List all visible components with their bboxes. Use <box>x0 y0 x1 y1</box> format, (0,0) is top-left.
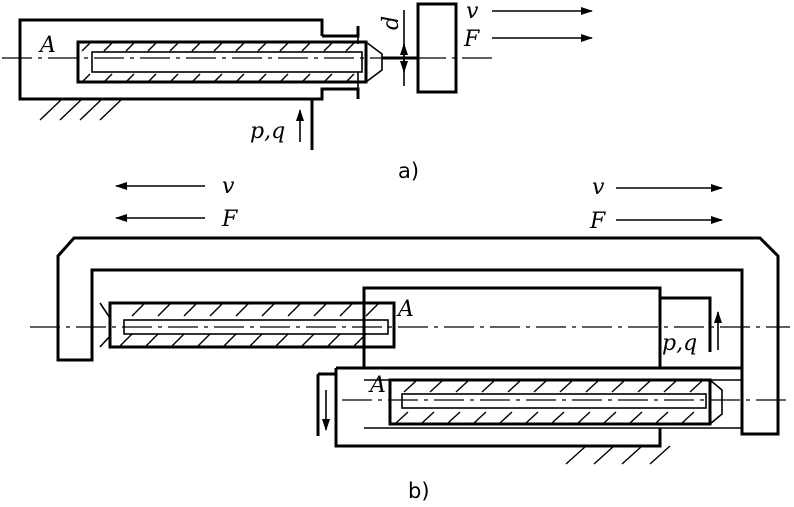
caption-b: b) <box>408 479 430 503</box>
label-F-a: F <box>463 27 480 52</box>
upper-taper-b <box>99 302 111 348</box>
label-A-lower-b: A <box>368 373 386 398</box>
lower-taper-b <box>709 379 723 425</box>
label-d: d <box>379 16 404 30</box>
label-v-left-b: v <box>222 174 235 199</box>
lower-plunger-hatch-b <box>395 380 703 424</box>
plunger-a <box>76 40 368 84</box>
label-v-right-b: v <box>592 175 605 200</box>
lower-cylinder-b <box>334 366 742 448</box>
label-F-right-b: F <box>589 209 606 234</box>
plunger-taper-a <box>365 41 383 83</box>
c-frame-b <box>56 236 780 436</box>
load-block-a <box>416 2 458 94</box>
label-A-rod-b: A <box>396 297 414 322</box>
label-pq-b: p,q <box>662 331 697 356</box>
upper-bore-b <box>123 319 389 335</box>
plunger-hatch-a <box>81 42 355 83</box>
label-v-a: v <box>466 0 479 24</box>
lower-bore-b <box>401 393 707 409</box>
cylinder-body-a <box>18 18 360 101</box>
label-pq-a: p,q <box>250 119 285 144</box>
cylinder-lip-top-a <box>322 26 360 38</box>
plunger-bore-a <box>91 51 363 73</box>
caption-a: a) <box>398 159 419 183</box>
ground-hatch-a <box>39 98 123 121</box>
label-F-left-b: F <box>221 207 238 232</box>
ground-hatch-b <box>565 445 671 465</box>
figure-b: v F v F <box>30 174 790 503</box>
label-A-a: A <box>38 33 56 58</box>
figure-a: d v F A p,q a) <box>2 0 593 183</box>
lower-plunger-b <box>388 378 712 426</box>
upper-plunger-hatch-b <box>119 303 379 347</box>
upper-plunger-b <box>108 301 396 349</box>
upper-inlet-b <box>660 296 712 352</box>
